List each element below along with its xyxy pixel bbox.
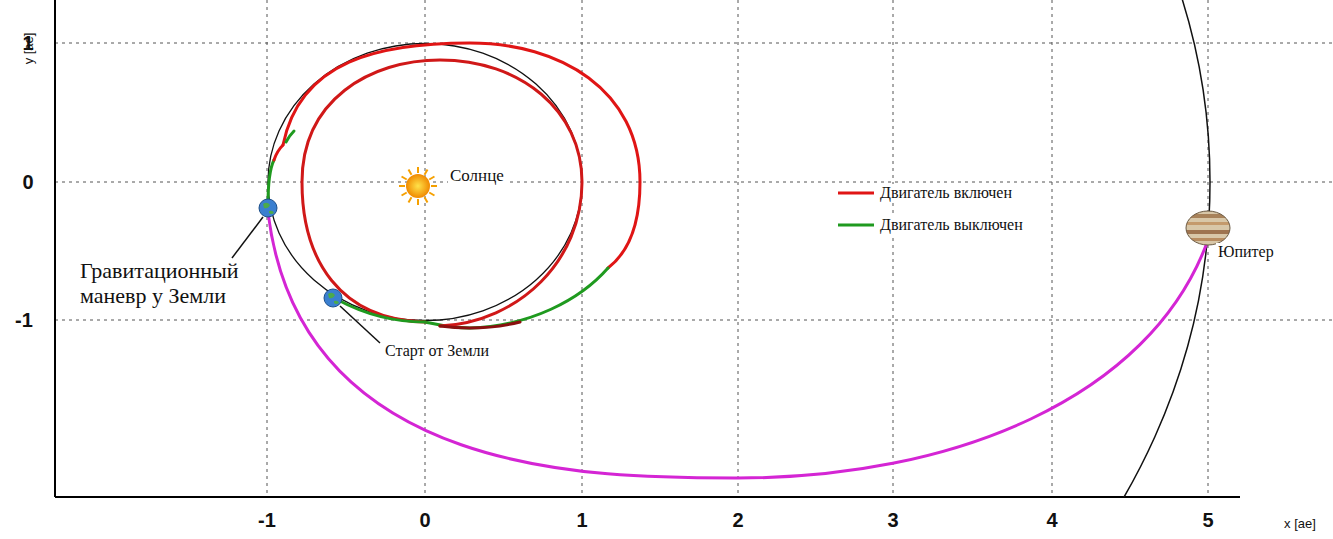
coast-arc [286, 131, 294, 142]
planet-label: Юпитер [1216, 243, 1276, 261]
leader-line [232, 217, 263, 258]
sun-ray [409, 170, 412, 175]
thrust-arc [283, 43, 640, 268]
spacecraft-path [268, 43, 1208, 478]
tick-label: 0 [419, 509, 430, 532]
sun-ray [429, 193, 434, 196]
leader-line [340, 306, 380, 343]
jupiter-band [1184, 230, 1232, 234]
legend-sample [838, 224, 874, 227]
axis-title: x [ae] [1284, 517, 1316, 532]
sun-ray [409, 197, 412, 202]
thrust-arc [274, 145, 283, 160]
sun-ray [425, 197, 428, 202]
sun-ray [402, 193, 407, 196]
legend-label: Двигатель выключен [878, 216, 1025, 234]
legend-sample [838, 192, 874, 195]
coast-arc [338, 300, 425, 322]
earth-icon [259, 199, 277, 217]
sun-ray [425, 170, 428, 175]
sun-ray [429, 177, 434, 180]
tick-label: 5 [1202, 509, 1213, 532]
thrust-arc [440, 322, 520, 328]
sun-ray [417, 199, 419, 205]
tick-label: 1 [22, 32, 33, 55]
sun-ray [417, 167, 419, 173]
callout-label: Гравитационный маневр у Земли [80, 258, 262, 309]
jupiter-icon [1184, 211, 1232, 245]
legend-label: Двигатель включен [878, 184, 1014, 202]
sun-ray [431, 185, 437, 187]
orbits [55, 0, 1210, 497]
grid-lines [55, 0, 1333, 497]
earth-icon [324, 289, 342, 307]
sun-icon [399, 167, 437, 205]
thrust-arc [302, 60, 582, 326]
jupiter-band [1184, 222, 1232, 225]
leader-lines [232, 217, 380, 343]
tick-label: 3 [887, 509, 898, 532]
axes [55, 0, 1240, 497]
coast-arc [268, 160, 274, 205]
tick-label: 1 [576, 509, 587, 532]
tick-label: 0 [22, 171, 33, 194]
sun-ray [402, 177, 407, 180]
tick-label: 4 [1046, 509, 1057, 532]
jupiter-orbit [55, 0, 1210, 497]
tick-label: 2 [732, 509, 743, 532]
tick-label: -1 [15, 309, 33, 332]
tick-label: -1 [258, 509, 276, 532]
sun-ray [399, 185, 405, 187]
body-label: Солнце [448, 166, 506, 186]
transfer-arc [268, 212, 1208, 478]
coast-arc [425, 268, 608, 328]
callout-label: Старт от Земли [383, 342, 491, 360]
